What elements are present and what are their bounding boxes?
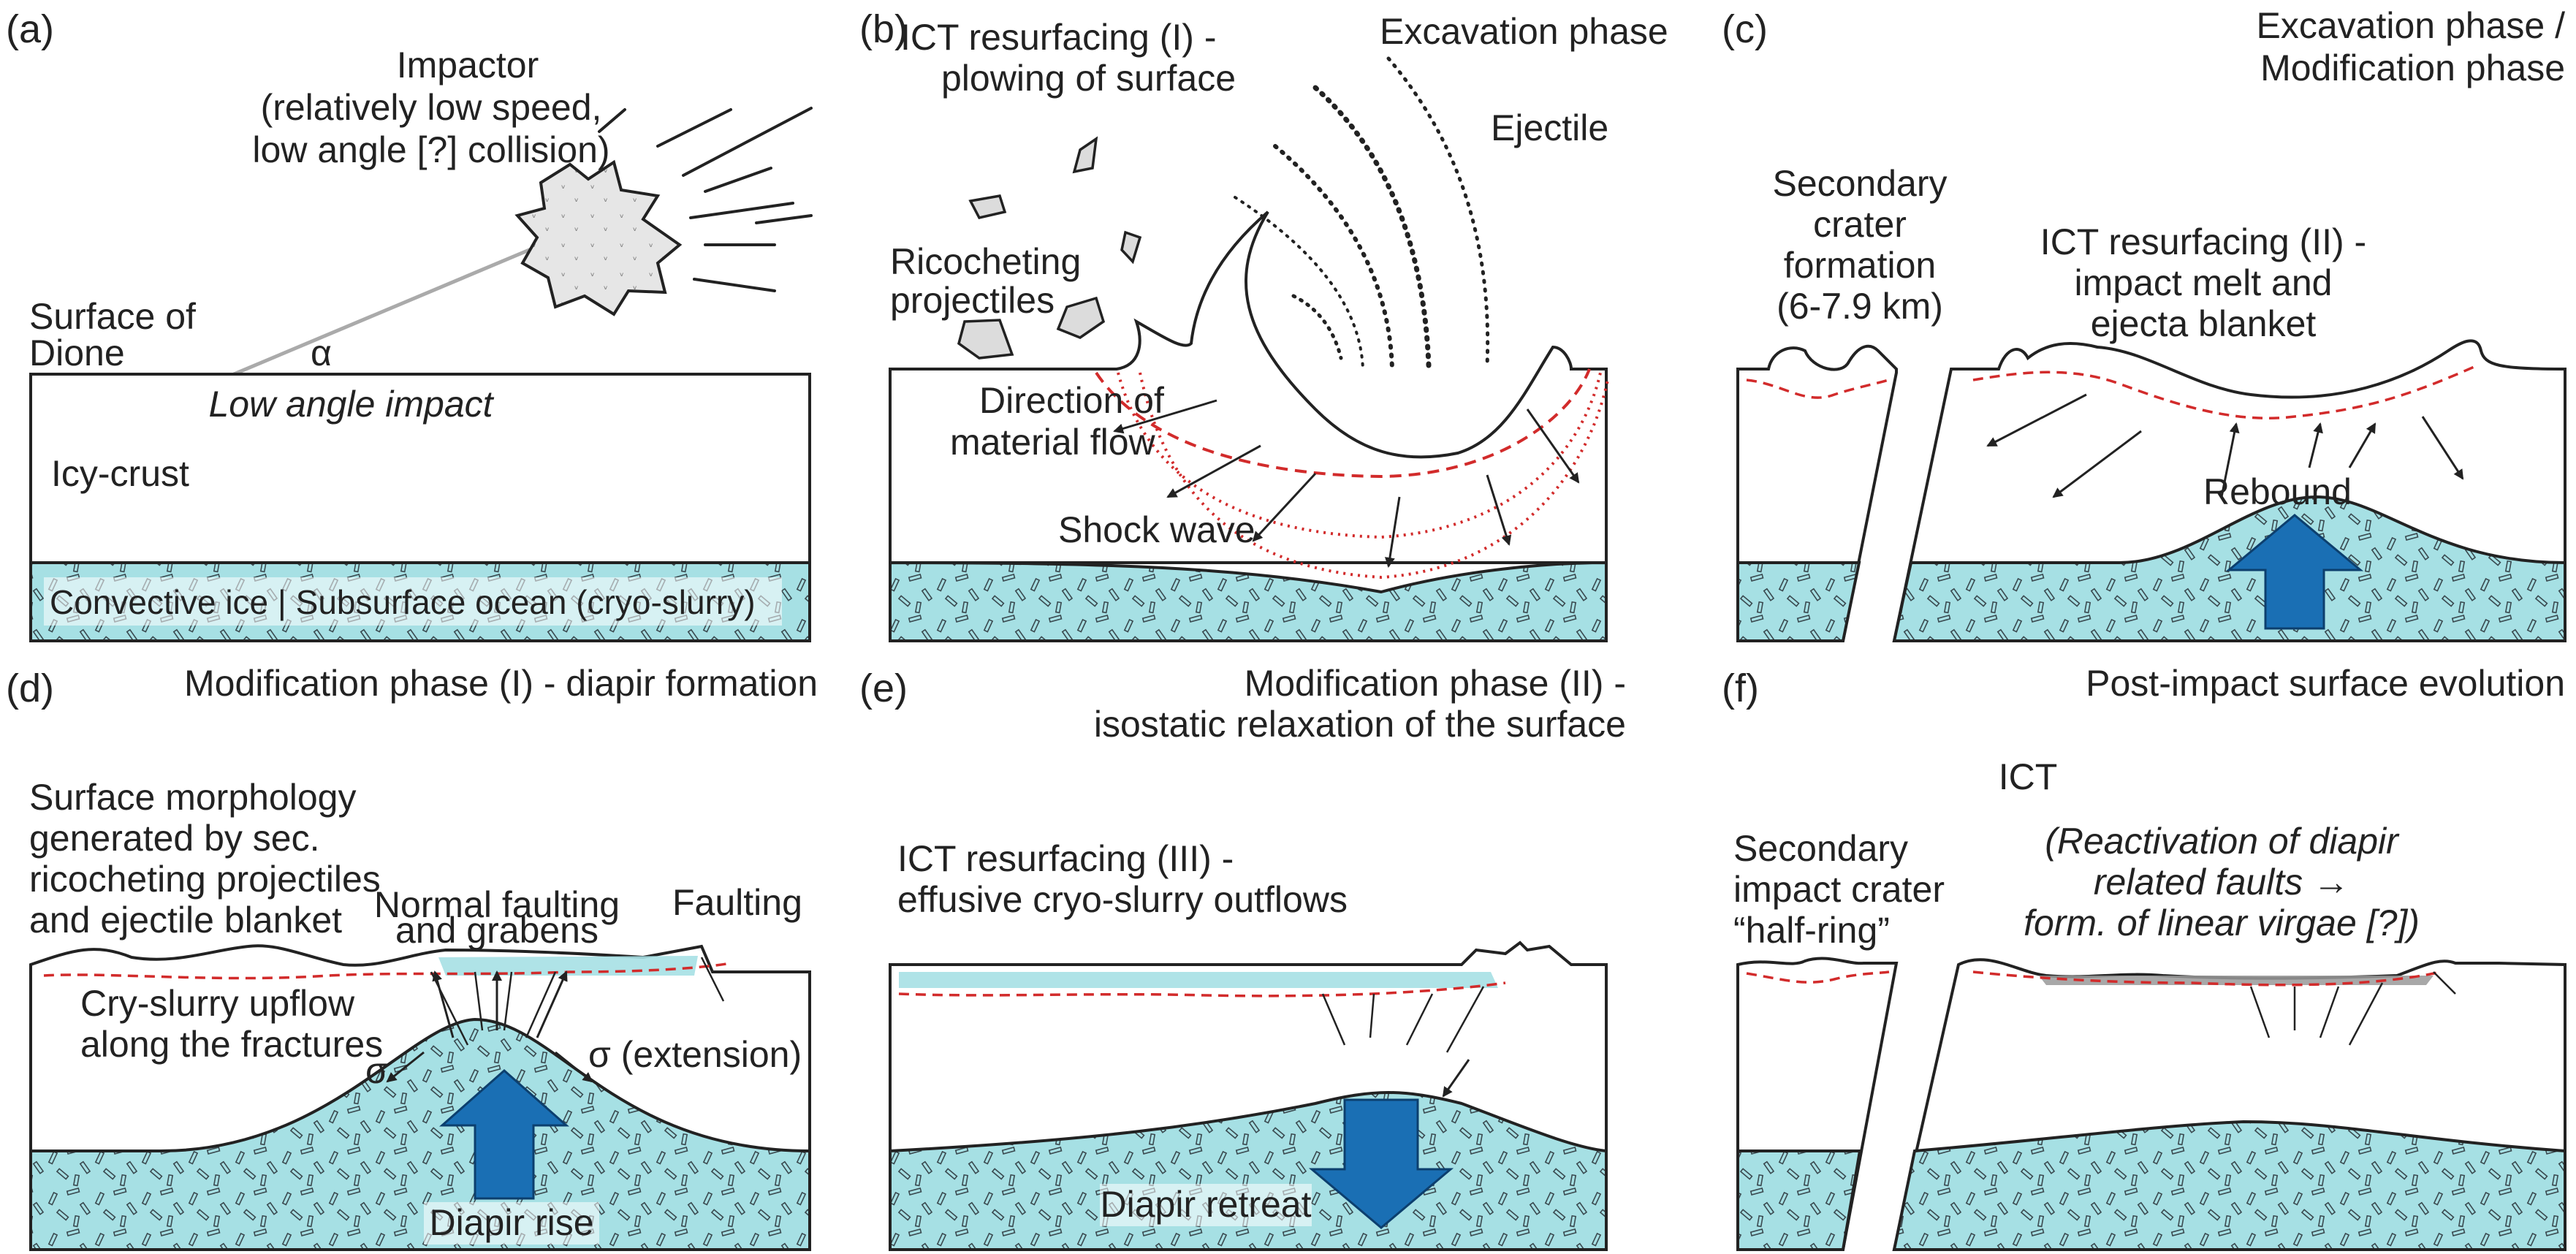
c-resurfacing-3: ejecta blanket [2091,303,2317,344]
c-phase-title-1: Excavation phase / [2257,5,2566,46]
ricochet-label-2: projectiles [890,280,1055,321]
d-morphology-1: Surface morphology [29,777,356,818]
icy-crust-label: Icy-crust [51,453,189,494]
f-reactivation-1: (Reactivation of diapir [2045,821,2400,862]
b-phase-title: Excavation phase [1380,11,1668,52]
ocean-label-bg [44,577,782,626]
f-phase-title: Post-impact surface evolution [2086,663,2565,704]
d-upflow-2: along the fractures [80,1024,383,1065]
f-main-melt [1972,970,2442,987]
b-ocean-layer [889,560,1608,642]
panel-c: (c) Excavation phase / Modification phas… [1722,5,2566,642]
panel-e: (e) Modification phase (II) - isostatic … [859,663,1626,1251]
f-reactivation-2: related faults → [2094,862,2349,902]
f-left-melt [1746,970,1890,984]
impactor-label-1: Impactor [397,45,539,86]
c-main-melt [1972,364,2478,419]
panel-e-letter: (e) [859,666,908,710]
alpha-label: α [311,332,332,373]
e-phase-title-1: Modification phase (II) - [1245,663,1626,704]
c-left-melt [1746,377,1893,399]
surface-label-2: Dione [29,332,125,373]
d-upflow-arrows [386,970,593,1083]
e-resurfacing-1: ICT resurfacing (III) - [897,838,1234,879]
c-resurfacing-1: ICT resurfacing (II) - [2040,221,2366,262]
e-diapir-label-bg [1100,1184,1312,1226]
c-flow-arrows [1986,393,2464,498]
c-secondary-4: (6-7.9 km) [1777,286,1943,327]
f-fault-lines [2249,971,2456,1046]
f-main-ocean [1892,1120,2566,1251]
d-normal-2: and grabens [395,910,599,951]
e-melt-line [898,981,1506,997]
low-angle-label: Low angle impact [208,384,494,425]
b-crust-outline [889,210,1608,564]
panel-b-letter: (b) [859,7,908,51]
d-sigma-left: σ [365,1050,388,1091]
c-secondary-1: Secondary [1772,163,1947,204]
impactor-label-3: low angle [?] collision) [252,129,609,170]
diapir-retreat-label: Diapir retreat [1101,1184,1312,1225]
impactor-motion-streaks [598,107,813,292]
panel-f-letter: (f) [1722,666,1759,710]
f-secondary-3: “half-ring” [1733,910,1890,951]
e-phase-title-2: isostatic relaxation of the surface [1094,704,1626,745]
f-secondary-2: impact crater [1733,869,1945,910]
rebound-label: Rebound [2203,471,2352,512]
panel-f: (f) Post-impact surface evolution ICT Se… [1722,663,2566,1251]
panel-b: (b) ICT resurfacing (I) - plowing of sur… [859,7,1668,642]
impactor-label-2: (relatively low speed, [261,87,602,128]
e-ocean-diapir [889,1091,1608,1251]
e-flow-arrow [1442,1059,1470,1098]
diapir-retreat-arrow [1308,1098,1454,1229]
flow-label-1: Direction of [979,380,1164,421]
f-reactivation-3: form. of linear virgae [?]) [2024,902,2420,943]
ejectile-label: Ejectile [1491,107,1608,148]
d-morphology-3: ricocheting projectiles [29,859,381,900]
d-faulting-label: Faulting [672,882,802,923]
c-phase-title-2: Modification phase [2260,48,2565,88]
f-secondary-1: Secondary [1733,828,1908,869]
d-morphology-4: and ejectile blanket [29,900,342,940]
diapir-rise-arrow [439,1068,569,1200]
impactor-body [514,159,683,316]
d-upflow-1: Cry-slurry upflow [80,983,355,1024]
b-resurfacing-1: ICT resurfacing (I) - [900,17,1217,58]
shock-waves [1095,368,1609,580]
d-diapir-label-bg [424,1202,599,1244]
ricochet-label-1: Ricocheting [890,241,1081,282]
ejectile-arcs [1234,56,1490,371]
c-resurfacing-2: impact melt and [2075,262,2333,303]
surface-label-1: Surface of [29,296,196,337]
panel-d-letter: (d) [6,666,54,710]
b-resurfacing-2: plowing of surface [941,58,1236,99]
c-secondary-2: crater [1813,204,1907,245]
panel-d: (d) Modification phase (I) - diapir form… [6,663,818,1251]
e-fault-lines [1321,986,1485,1053]
material-flow-arrows [1113,399,1580,568]
panel-a: (a) Impactor (relatively low speed, low … [6,7,813,642]
d-normal-1: Normal faulting [374,884,620,925]
c-secondary-3: formation [1784,245,1936,286]
d-morphology-2: generated by sec. [29,818,320,859]
c-left-ocean [1736,561,1861,642]
d-phase-title: Modification phase (I) - diapir formatio… [184,663,818,704]
f-ict-label: ICT [1999,756,2058,797]
panel-a-letter: (a) [6,7,54,51]
e-pond [899,972,1498,988]
rebound-arrow [2225,514,2364,630]
f-left-ocean [1736,1150,1862,1251]
d-sigma-right: σ (extension) [588,1034,802,1075]
d-melt-line [43,962,732,980]
diapir-rise-label: Diapir rise [429,1202,593,1243]
shock-wave-label: Shock wave [1058,509,1255,550]
panel-c-letter: (c) [1722,7,1768,51]
ocean-label: Convective ice | Subsurface ocean (cryo-… [50,583,756,621]
e-resurfacing-2: effusive cryo-slurry outflows [897,879,1348,920]
ricocheting-projectiles [957,136,1142,360]
